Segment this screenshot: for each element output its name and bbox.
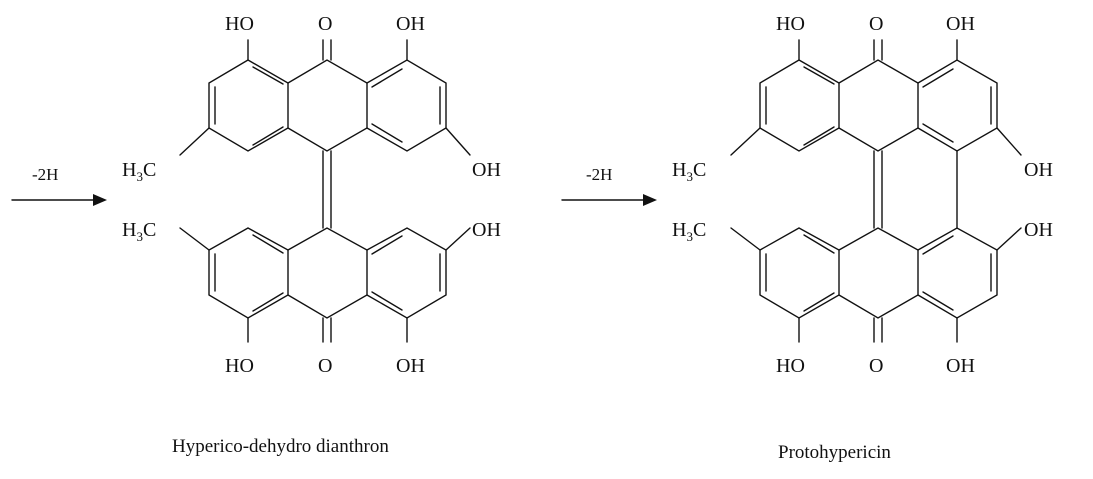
reaction-arrow-1: -2H [11, 165, 107, 206]
upper-left-ring [208, 59, 289, 152]
lower-left-ring [208, 227, 289, 319]
mol1-o-top: O [318, 13, 332, 35]
mol2-oh-top-right: OH [946, 13, 975, 35]
p-upper-left-ring [759, 59, 840, 152]
molecule-hyperico-dehydro-dianthron: HO O OH H3C OH H3C OH HO O OH Hyperico-d… [122, 13, 501, 457]
p-upper-central-ring [838, 59, 919, 152]
mol1-ch3-bottom: H3C [122, 219, 156, 244]
mol2-oh-lower-right: OH [1024, 219, 1053, 241]
mol1-oh-mid-right: OH [472, 159, 501, 181]
mol1-o-bottom: O [318, 355, 332, 377]
mol1-caption: Hyperico-dehydro dianthron [172, 436, 389, 457]
reaction-arrow-2: -2H [561, 165, 657, 206]
mol2-o-top: O [869, 13, 883, 35]
lower-central-ring [287, 227, 368, 319]
mol2-oh-bottom-right: OH [946, 355, 975, 377]
arrow-1-label: -2H [32, 165, 58, 184]
mol2-ho-top-left: HO [776, 13, 805, 35]
mol1-oh-top-right: OH [396, 13, 425, 35]
p-upper-right-ring [917, 59, 998, 152]
mol1-ch3-top: H3C [122, 159, 156, 184]
mol2-ch3-bottom: H3C [672, 219, 706, 244]
mol2-ho-bottom-left: HO [776, 355, 805, 377]
p-lower-right-ring [917, 227, 998, 319]
mol1-oh-lower-right: OH [472, 219, 501, 241]
mol2-o-bottom: O [869, 355, 883, 377]
mol2-caption: Protohypericin [778, 442, 891, 463]
p-lower-central-ring [838, 227, 919, 319]
mol1-oh-bottom-right: OH [396, 355, 425, 377]
upper-right-ring [366, 59, 447, 152]
p-lower-left-ring [759, 227, 840, 319]
upper-central-ring [287, 59, 368, 152]
lower-right-ring [366, 227, 447, 319]
mol2-ch3-top: H3C [672, 159, 706, 184]
molecule-protohypericin: HO O OH H3C OH H3C OH HO O OH Protohyper… [672, 13, 1053, 463]
mol1-ho-bottom-left: HO [225, 355, 254, 377]
mol2-oh-mid-right: OH [1024, 159, 1053, 181]
arrow-2-label: -2H [586, 165, 612, 184]
mol1-ho-top-left: HO [225, 13, 254, 35]
